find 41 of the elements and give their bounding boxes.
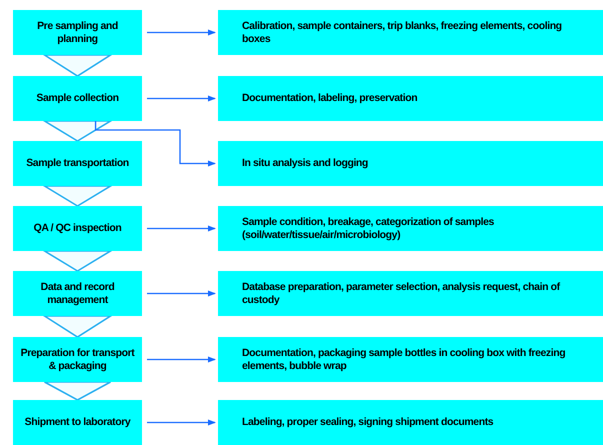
step-label: Pre sampling and planning (36, 20, 119, 45)
chevron-arrow (42, 54, 114, 77)
detail-box (218, 271, 603, 316)
detail-box (218, 206, 603, 251)
arrow (147, 226, 216, 232)
arrow (94, 121, 216, 166)
arrow (147, 290, 216, 296)
detail-text: Documentation, packaging sample bottles in cooling box with freezing elements, bubble wrap (242, 347, 566, 372)
step-label: Sample transportation (26, 157, 129, 170)
chevron-arrow (42, 315, 114, 338)
detail-text: Calibration, sample containers, trip blanks, freezing elements, cooling boxes (242, 20, 563, 45)
detail-text: Labeling, proper sealing, signing shipment documents (242, 416, 494, 429)
step-label: Data and record management (40, 281, 116, 306)
detail-box (218, 337, 603, 382)
step-box (13, 400, 142, 445)
detail-box (218, 10, 603, 55)
detail-box (218, 76, 603, 121)
step-box (13, 10, 142, 55)
chevron-arrow (44, 381, 112, 401)
step-box (13, 337, 142, 382)
arrow (147, 356, 216, 362)
step-label: QA / QC inspection (34, 222, 122, 235)
detail-text: Documentation, labeling, preservation (242, 92, 418, 105)
arrow (147, 30, 216, 36)
arrow (147, 96, 216, 102)
detail-box (218, 141, 603, 186)
step-box (13, 141, 142, 186)
detail-text: In situ analysis and logging (242, 157, 368, 170)
step-box (13, 271, 142, 316)
step-box (13, 76, 142, 121)
chevron-arrow (42, 185, 114, 207)
step-label: Preparation for transport & packaging (20, 347, 136, 372)
step-box (13, 206, 142, 251)
arrow (147, 420, 216, 426)
step-label: Shipment to laboratory (24, 416, 130, 429)
step-label: Sample collection (36, 92, 119, 105)
chevron-arrow (42, 250, 114, 272)
detail-text: Database preparation, parameter selection, analysis request, chain of custody (242, 281, 562, 306)
chevron-arrow (42, 120, 114, 142)
detail-box (218, 400, 603, 445)
detail-text: Sample condition, breakage, categorization of samples (soil/water/tissue/air/microbiology) (242, 216, 495, 241)
